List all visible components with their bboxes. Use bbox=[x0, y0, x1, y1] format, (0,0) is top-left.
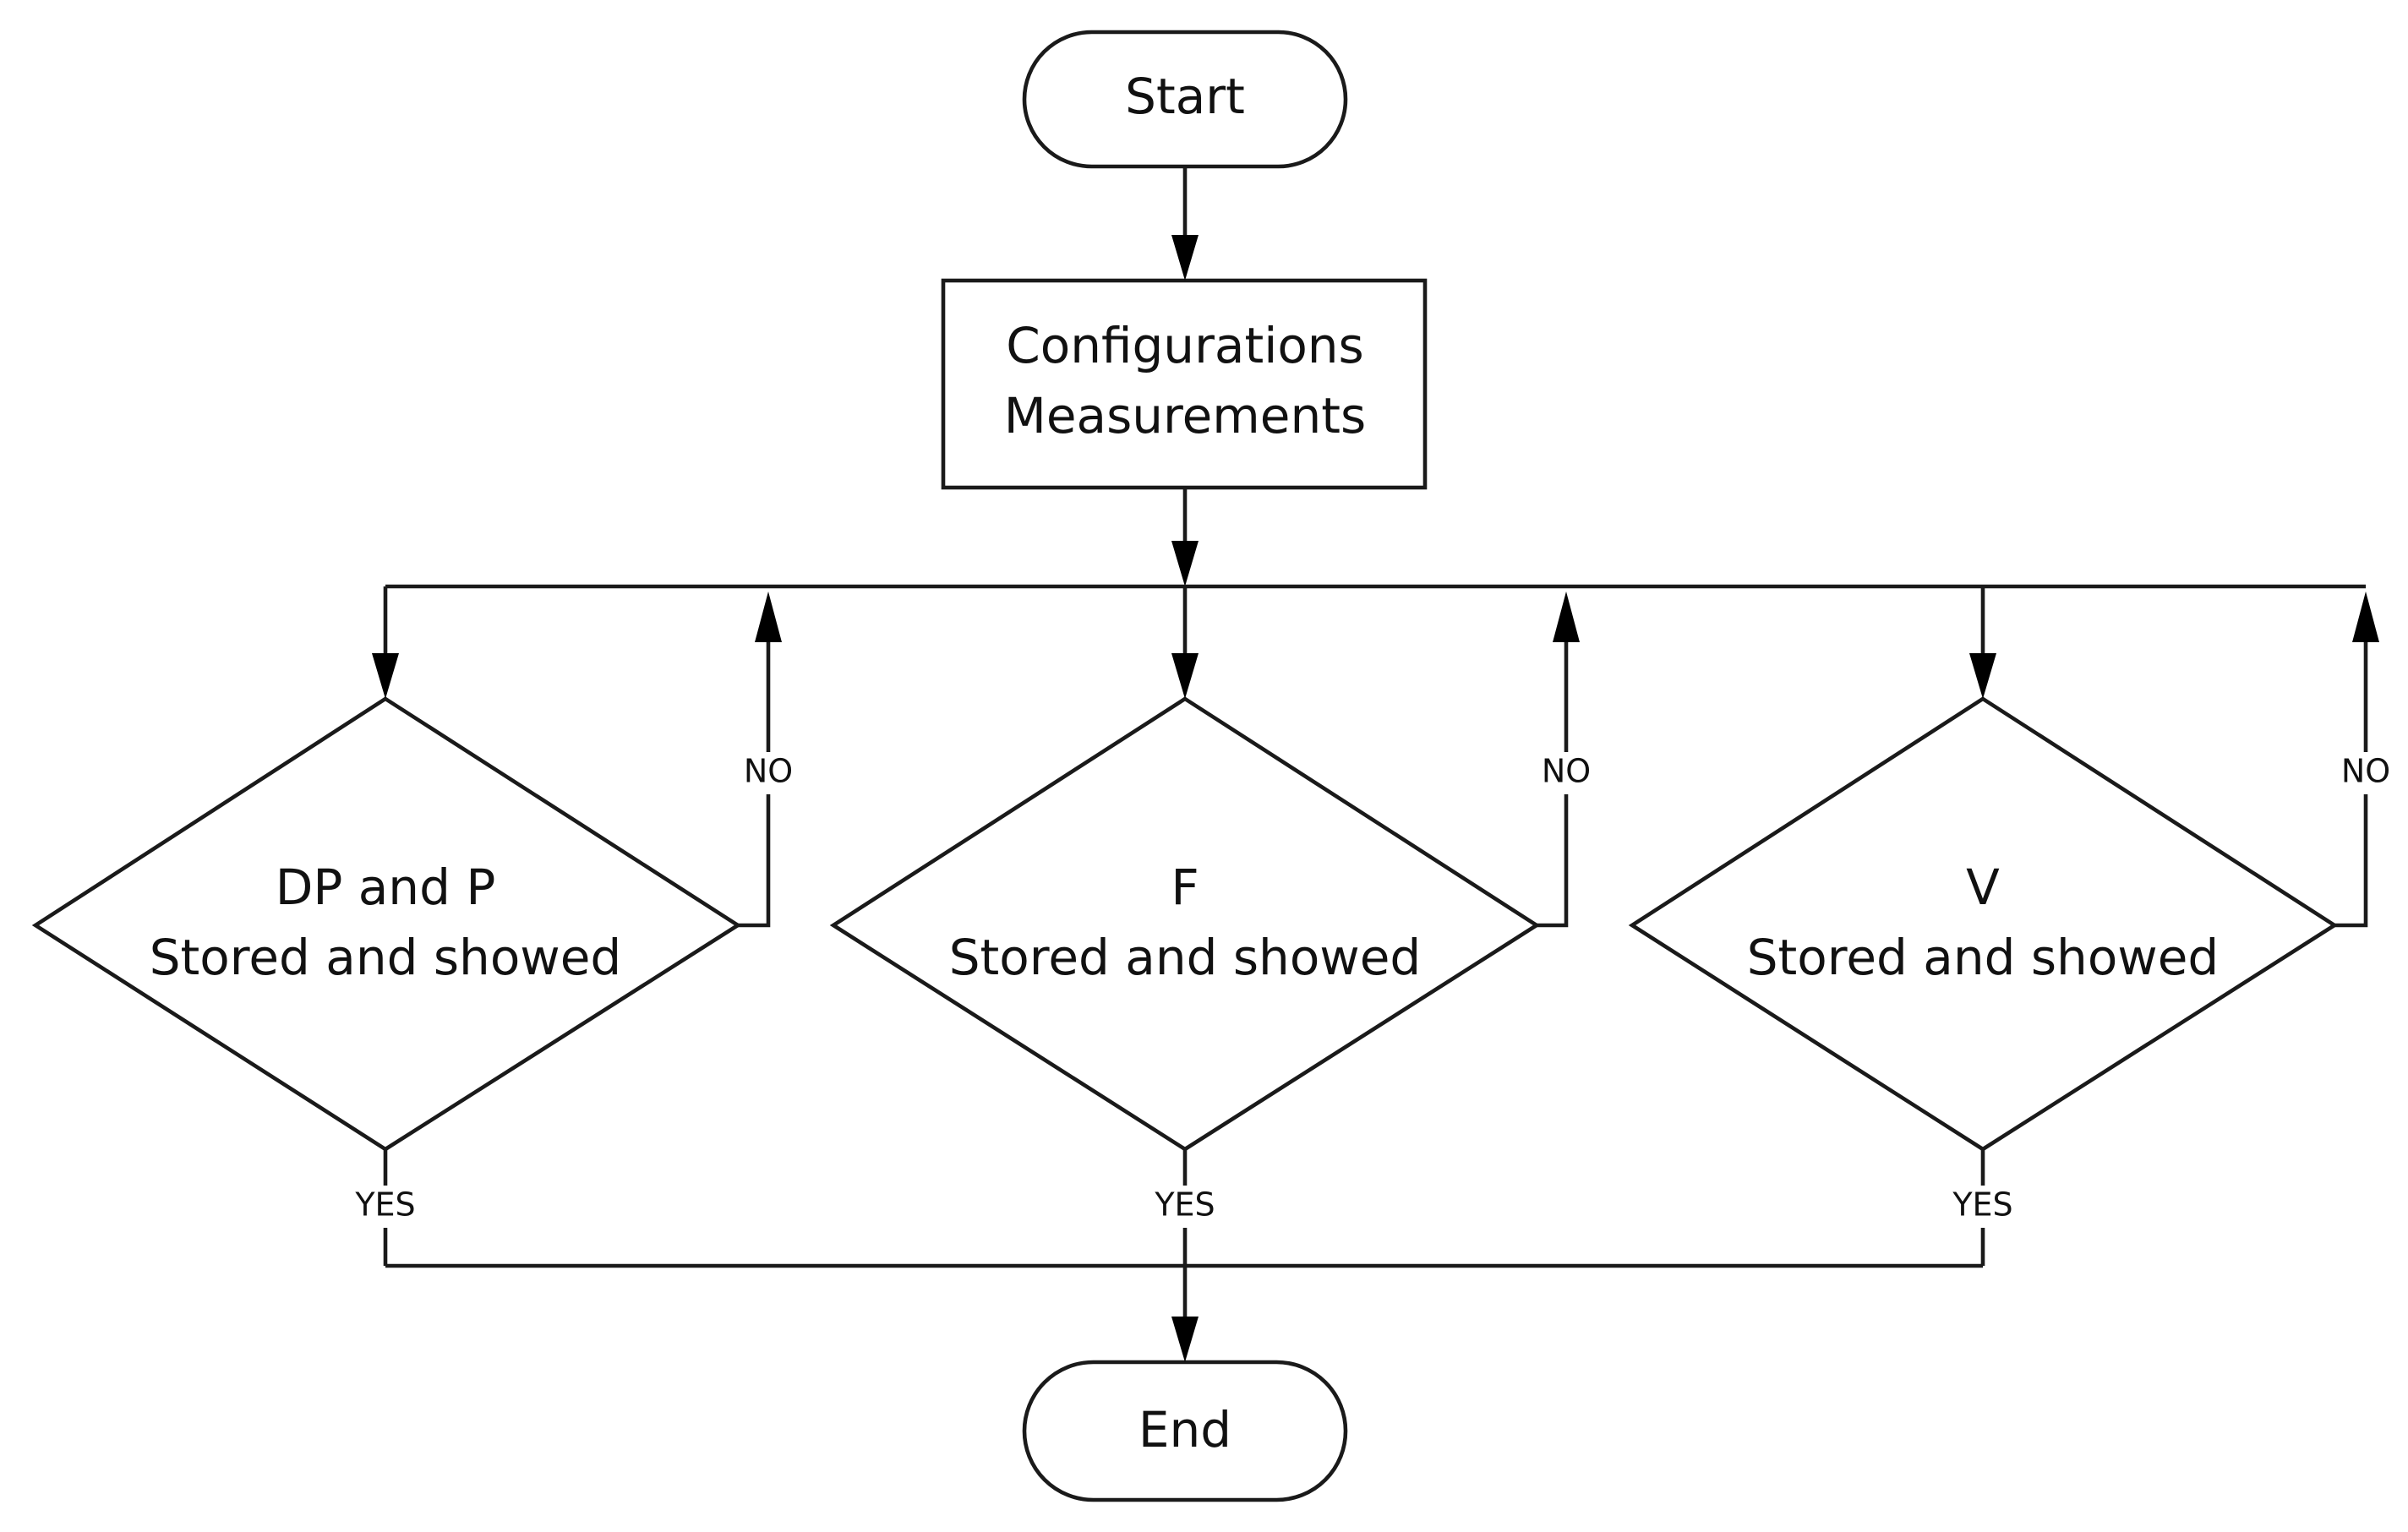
yes-label-bg-dp bbox=[357, 1186, 414, 1228]
no-loop-dp bbox=[738, 642, 771, 928]
yes-label-bg-f bbox=[1156, 1186, 1214, 1228]
no-label-bg-f bbox=[1543, 752, 1589, 794]
arrowhead-into-f bbox=[1171, 653, 1199, 699]
no-label-f: NO bbox=[1542, 753, 1591, 790]
arrowhead-into-bus bbox=[1171, 541, 1199, 586]
decision-f-label-line-2: Stored and showed bbox=[949, 929, 1422, 986]
configuration-process-box bbox=[941, 278, 1428, 490]
decision-v-diamond bbox=[1628, 696, 2339, 1152]
configuration-label-line-1: Configurations bbox=[1006, 317, 1364, 374]
decision-dp-label-line-1: DP and P bbox=[276, 859, 496, 916]
no-label-v: NO bbox=[2341, 753, 2390, 790]
no-label-bg-v bbox=[2343, 752, 2389, 794]
decision-v-label-line-1: V bbox=[1966, 859, 2000, 916]
decision-f-diamond bbox=[829, 696, 1541, 1152]
yes-label-dp: YES bbox=[354, 1186, 415, 1224]
arrowhead-into-config bbox=[1171, 235, 1199, 281]
no-loop-f bbox=[1537, 642, 1569, 928]
no-label-dp: NO bbox=[744, 753, 793, 790]
no-loop-v bbox=[2334, 642, 2368, 928]
decision-dp-diamond bbox=[31, 696, 742, 1152]
yes-label-bg-v bbox=[1954, 1186, 2012, 1228]
arrowhead-no-loop-dp bbox=[755, 592, 782, 642]
decision-dp-label-line-2: Stored and showed bbox=[150, 929, 622, 986]
arrowhead-into-dp bbox=[372, 653, 399, 699]
yes-label-f: YES bbox=[1154, 1186, 1215, 1224]
no-label-bg-dp bbox=[745, 752, 791, 794]
configuration-label-line-2: Measurements bbox=[1004, 387, 1366, 444]
arrowhead-into-end bbox=[1171, 1317, 1199, 1362]
arrowhead-no-loop-v bbox=[2352, 592, 2379, 642]
decision-f-label-line-1: F bbox=[1171, 859, 1199, 916]
end-label: End bbox=[1138, 1401, 1231, 1458]
decision-v-label-line-2: Stored and showed bbox=[1747, 929, 2220, 986]
arrowhead-into-v bbox=[1969, 653, 1996, 699]
arrowhead-no-loop-f bbox=[1553, 592, 1580, 642]
start-label: Start bbox=[1125, 68, 1245, 125]
yes-label-v: YES bbox=[1952, 1186, 2012, 1224]
